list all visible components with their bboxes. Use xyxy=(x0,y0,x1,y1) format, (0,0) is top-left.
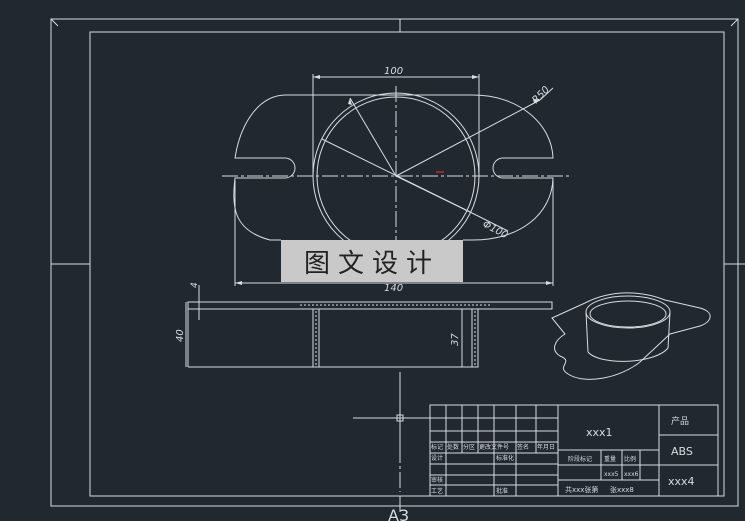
scale-value: xxx6 xyxy=(624,471,639,478)
rev-header: 处数 xyxy=(447,443,459,451)
iso-cup-side xyxy=(585,311,589,353)
weight-value: xxx5 xyxy=(604,471,619,478)
cup-wall-left xyxy=(312,308,320,368)
dim-140-text: 140 xyxy=(384,283,403,294)
dim-40-text: 40 xyxy=(175,329,186,342)
radius-leader xyxy=(395,99,541,177)
iso-flange xyxy=(551,292,711,380)
flange-section xyxy=(187,301,553,310)
plan-view xyxy=(222,74,570,286)
iso-cup-side xyxy=(667,311,671,349)
radius-leader-ext xyxy=(539,87,554,101)
stage-label: 阶段标记 xyxy=(568,455,592,463)
product-label: 产品 xyxy=(671,415,689,427)
cup-wall-right xyxy=(471,308,479,368)
scale-label: 比例 xyxy=(624,455,636,463)
outer-frame xyxy=(50,18,739,507)
review-label: 审核 xyxy=(431,476,443,484)
sheet-count: 共xxx张第 xyxy=(565,485,598,494)
sheet-number: 张xxx8 xyxy=(610,485,634,494)
leader-line xyxy=(349,97,397,177)
rev-header: 签名 xyxy=(517,443,529,451)
isometric-view xyxy=(551,292,711,380)
rev-header: 更改文件号 xyxy=(479,443,509,451)
corner-tick xyxy=(50,18,59,27)
process-label: 工艺 xyxy=(431,487,443,495)
weight-label: 重量 xyxy=(604,455,616,463)
watermark-text: 图文设计 xyxy=(303,248,440,279)
iso-cup-bottom xyxy=(587,347,669,362)
drawing-number: xxx4 xyxy=(668,475,695,488)
watermark-box: 图文设计 xyxy=(281,240,463,282)
diameter-leader-ext xyxy=(469,211,509,232)
designer-label: 设计 xyxy=(431,454,443,462)
approve-label: 批准 xyxy=(496,487,508,495)
rev-header: 分区 xyxy=(463,443,475,451)
flange-outline xyxy=(233,94,554,241)
rev-header: 标记 xyxy=(431,443,443,451)
part-name: xxx1 xyxy=(586,426,613,439)
material: ABS xyxy=(671,445,693,458)
dim-37-text: 37 xyxy=(450,333,461,346)
rev-header: 年月日 xyxy=(537,443,555,451)
dim-r50-text: R50 xyxy=(530,84,552,106)
iso-cup-inner xyxy=(589,300,667,328)
sheet-size-label: A3 xyxy=(388,506,409,521)
title-block xyxy=(429,404,719,497)
standard-label: 标准化 xyxy=(496,454,514,462)
corner-tick xyxy=(730,18,739,27)
dim-100-text: 100 xyxy=(384,66,403,77)
dim-4-text: 4 xyxy=(190,282,200,288)
